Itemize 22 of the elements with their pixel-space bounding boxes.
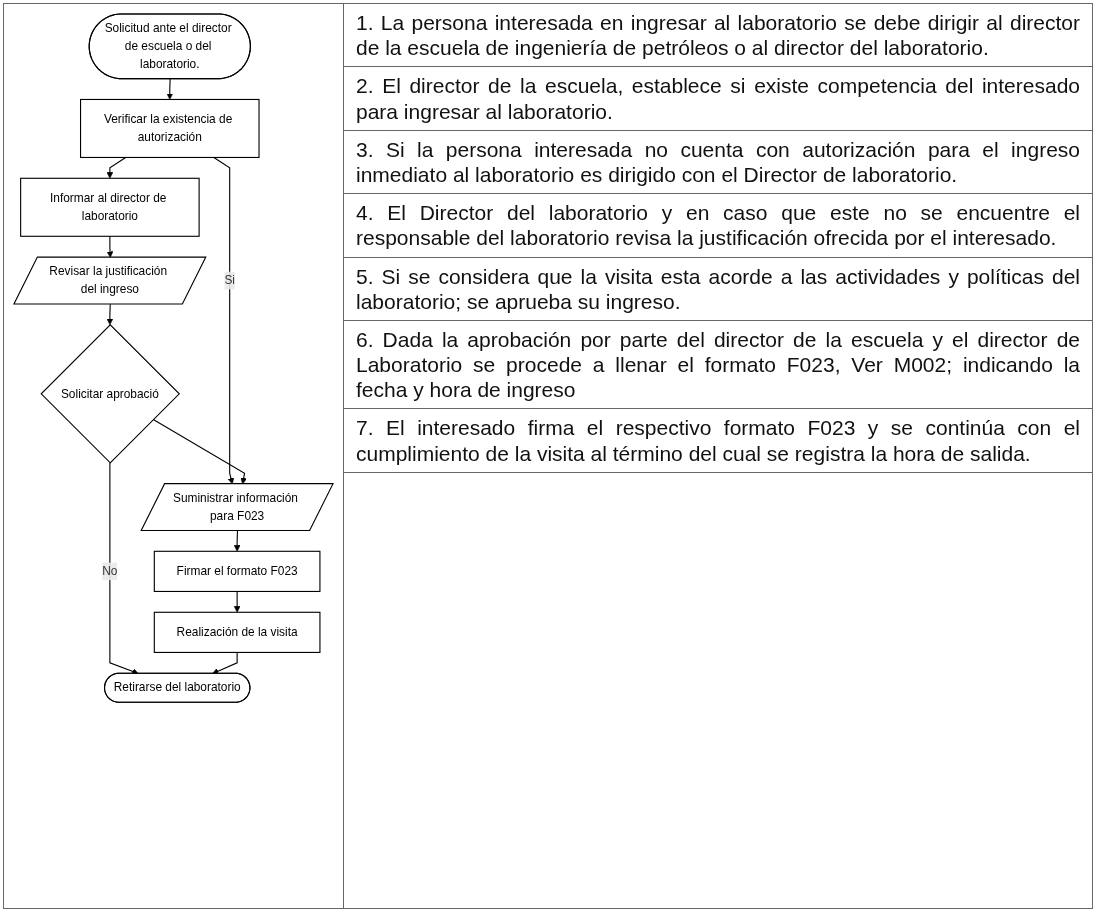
edge-label: No	[102, 564, 118, 578]
step-description: 7. El interesado firma el respectivo formato F023 y se continúa con el cumplimiento de la visita al término del cual se registra la hora de salida.	[356, 415, 1080, 466]
step-description: 4. El Director del laboratorio y en caso que este no se encuentre el responsable del laboratorio revisa la justificación ofrecida por el interesado.	[356, 200, 1080, 251]
arrow	[233, 590, 241, 613]
node-box: Informar al director de laboratorio	[20, 177, 200, 237]
arrow	[106, 156, 127, 179]
node-box: Realización de la visita	[153, 611, 321, 653]
step-description: 1. La persona interesada en ingresar al laboratorio se debe dirigir al director de la escuela de ingeniería de petróleos o al director del laboratorio.	[356, 10, 1080, 61]
arrow	[106, 303, 114, 326]
step-description: 2. El director de la escuela, establece si existe competencia del interesado para ingresar al laboratorio.	[356, 73, 1080, 124]
step-description: 3. Si la persona interesada no cuenta con autorización para el ingreso inmediato al laboratorio es dirigido con el Director de laboratorio.	[356, 136, 1080, 188]
node-box: Verificar la existencia de autorización	[80, 98, 260, 159]
arrow	[106, 235, 114, 258]
node-diamond: Solicitar aprobació	[40, 324, 181, 464]
step-description: 6. Dada la aprobación por parte del director de la escuela y el director de Laboratorio se procede a llenar el formato F023, Ver M002; indicando la fecha y hora de ingreso	[356, 326, 1080, 403]
step-description: 5. Si se considera que la visita esta acorde a las actividades y políticas del laboratorio; se aprueba su ingreso.	[356, 263, 1080, 314]
arrow	[109, 462, 139, 675]
node-box: Firmar el formato F023	[153, 550, 321, 592]
arrow	[166, 78, 174, 100]
arrow	[212, 651, 238, 675]
arrow	[233, 530, 241, 552]
edge-label: Si	[224, 273, 235, 287]
